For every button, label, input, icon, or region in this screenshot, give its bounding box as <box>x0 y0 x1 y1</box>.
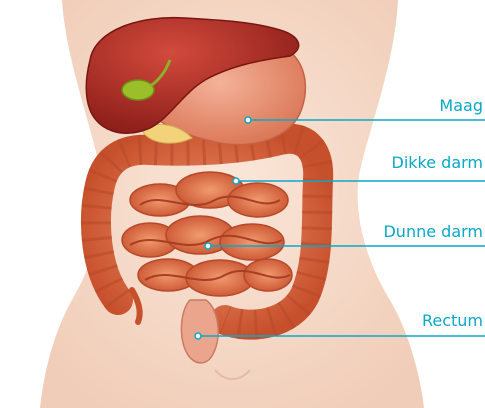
leader-dot-maag <box>245 117 251 123</box>
label-dunne-darm: Dunne darm <box>383 222 483 241</box>
rectum-organ <box>181 300 218 363</box>
label-maag: Maag <box>439 96 483 115</box>
label-rectum: Rectum <box>422 311 483 330</box>
small-intestine <box>122 172 292 296</box>
leader-dot-rectum <box>195 333 201 339</box>
leader-dot-dunne-darm <box>205 243 211 249</box>
gallbladder-organ <box>122 80 154 100</box>
leader-dot-dikke-darm <box>233 178 239 184</box>
label-dikke-darm: Dikke darm <box>392 153 484 172</box>
